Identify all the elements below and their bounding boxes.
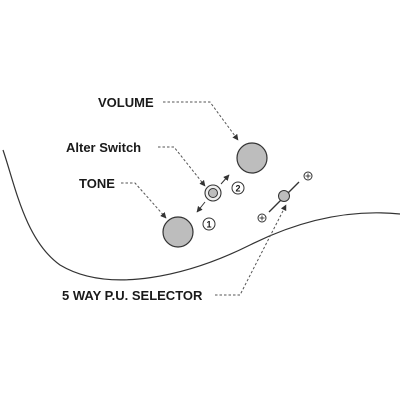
volume-knob[interactable] [236,142,268,174]
tone-knob[interactable] [162,216,194,248]
alter-switch[interactable] [204,184,222,202]
alter-switch-arrow-down [196,201,206,213]
selector-leader-line [215,204,287,296]
svg-text:2: 2 [235,184,240,194]
alter-switch-arrow-up [220,174,230,185]
guitar-body-outline [2,149,400,281]
tone-label: TONE [79,176,115,191]
volume-leader-line [163,101,239,141]
tone-leader-line [121,182,167,219]
alter-switch-label: Alter Switch [66,140,141,155]
selector-screw-top-icon [303,171,313,181]
position-1-marker: 1 [202,217,216,231]
selector-screw-bottom-icon [257,213,267,223]
svg-text:1: 1 [206,220,211,230]
volume-label: VOLUME [98,95,154,110]
selector-label: 5 WAY P.U. SELECTOR [62,288,203,303]
alter-switch-leader-line [158,146,206,187]
position-2-marker: 2 [231,181,245,195]
pickup-selector[interactable] [268,181,300,213]
